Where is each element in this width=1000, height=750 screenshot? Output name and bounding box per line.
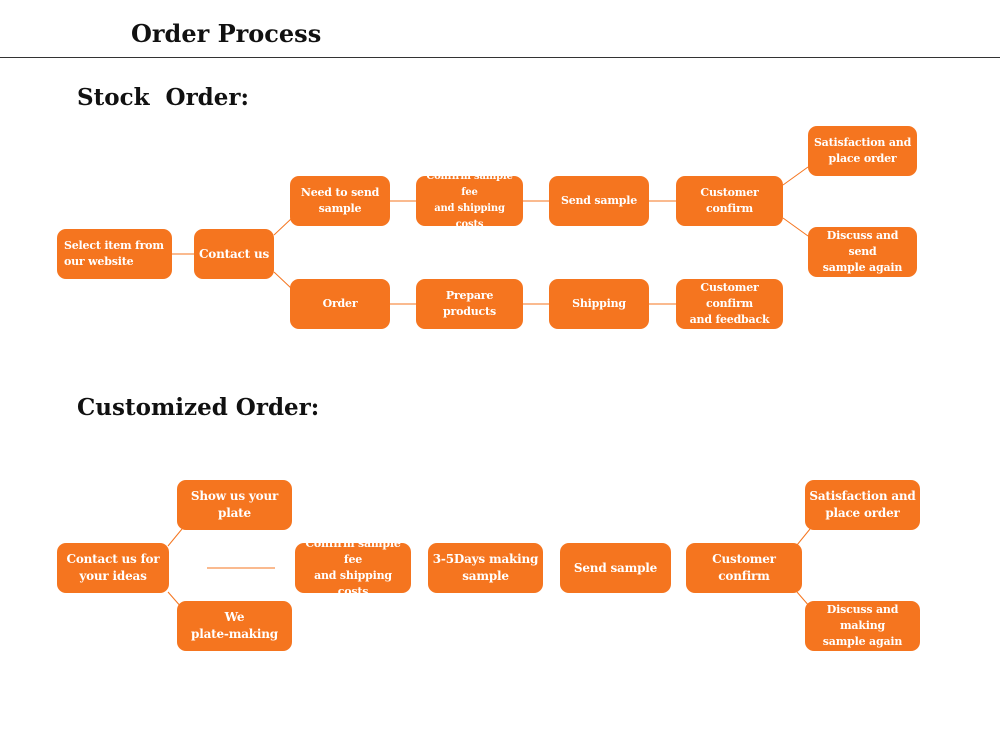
node-satisfaction-place-order-2: Satisfaction and place order	[805, 480, 920, 530]
node-satisfaction-place-order: Satisfaction and place order	[808, 126, 917, 176]
connector-customer-confirm-to-satisfaction	[782, 166, 809, 186]
connector-contact-ideas-to-show-plate	[167, 528, 183, 547]
node-select-item: Select item from our website	[57, 229, 172, 279]
connector-customer-confirm-to-satisfaction-2	[796, 528, 811, 546]
node-contact-ideas: Contact us for your ideas	[57, 543, 169, 593]
node-send-sample-2: Send sample	[560, 543, 671, 593]
page-title: Order Process	[131, 19, 322, 48]
node-customer-confirm: Customer confirm	[676, 176, 783, 226]
customized-order-title: Customized Order:	[77, 394, 320, 421]
node-shipping: Shipping	[549, 279, 649, 329]
title-divider	[0, 57, 1000, 58]
node-confirm-sample-fee: Confirm sample fee and shipping costs	[416, 171, 523, 230]
node-making-sample: 3-5Days making sample	[428, 543, 543, 593]
node-show-plate: Show us your plate	[177, 480, 292, 530]
node-customer-confirm-2: Customer confirm	[686, 543, 802, 593]
connector-contact-to-need-sample	[273, 217, 293, 236]
node-discuss-making-again: Discuss and making sample again	[805, 601, 920, 651]
node-need-to-send-sample: Need to send sample	[290, 176, 390, 226]
connector-customer-confirm-to-discuss	[782, 217, 809, 237]
node-confirm-sample-fee-2: Confirm sample fee and shipping costs	[295, 537, 411, 598]
node-send-sample: Send sample	[549, 176, 649, 226]
node-plate-making: We plate-making	[177, 601, 292, 651]
node-contact-us: Contact us	[194, 229, 274, 279]
node-order: Order	[290, 279, 390, 329]
stock-order-title: Stock Order:	[77, 84, 250, 111]
node-prepare-products: Prepare products	[416, 279, 523, 329]
node-discuss-send-again: Discuss and send sample again	[808, 227, 917, 277]
node-customer-confirm-feedback: Customer confirm and feedback	[676, 279, 783, 329]
